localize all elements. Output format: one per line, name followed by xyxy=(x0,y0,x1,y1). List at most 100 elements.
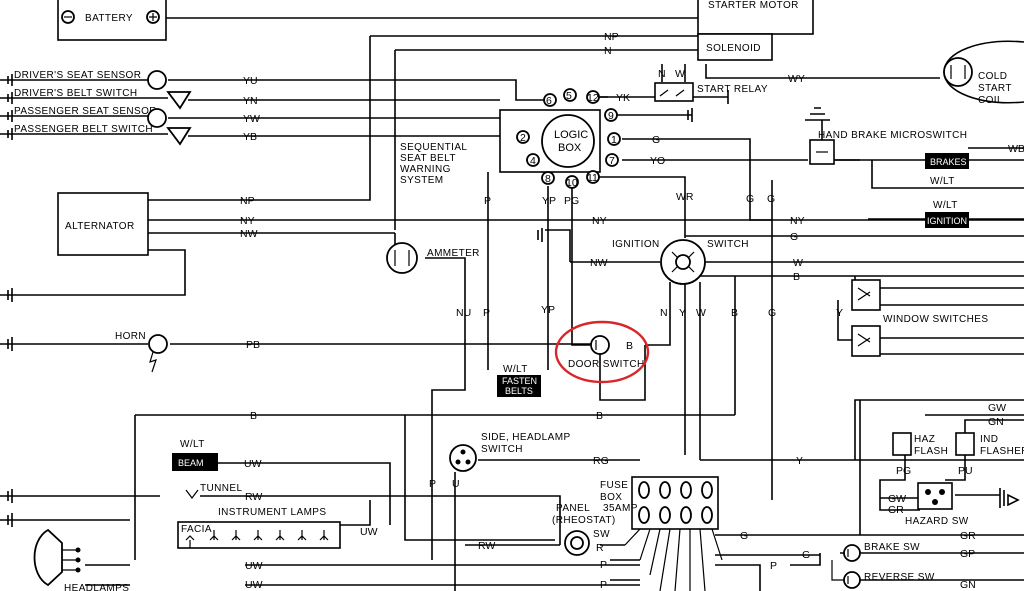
wire-yo: YO xyxy=(650,155,665,167)
brakes-lamp: BRAKES W/LT xyxy=(925,153,969,187)
cold-start-line3: COIL xyxy=(978,95,1003,106)
svg-text:SYSTEM: SYSTEM xyxy=(400,175,444,186)
drivers-seat-sensor-label: DRIVER'S SEAT SENSOR xyxy=(14,70,141,81)
wire-g-brake: G xyxy=(802,549,810,561)
wire-g-logic: G xyxy=(652,134,660,146)
wire-gr-bottom: GR xyxy=(960,530,976,542)
wire-rw-panel: RW xyxy=(478,540,495,552)
wire-b-ign: B xyxy=(731,307,738,319)
panel-rheostat-switch: PANEL (RHEOSTAT) SW R RW P P xyxy=(478,503,616,591)
wire-nw-alt: NW xyxy=(240,228,258,240)
ind-flasher: IND FLASHER PU GW GN xyxy=(955,402,1024,477)
wire-wy: WY xyxy=(788,73,805,85)
beam-label: BEAM xyxy=(178,458,204,468)
ammeter: AMMETER NU P YP xyxy=(386,242,555,319)
wire-gw-haz: GW xyxy=(888,493,906,505)
wire-rg: RG xyxy=(593,455,609,467)
starter-relay-label: START RELAY xyxy=(697,84,768,95)
wire-b-right: B xyxy=(793,271,800,283)
ind-flasher-line1: IND xyxy=(980,434,998,445)
reverse-sw-label: REVERSE SW xyxy=(864,572,935,583)
alternator-label: ALTERNATOR xyxy=(65,221,135,232)
wire-yw: YW xyxy=(243,113,260,125)
wire-w-relay: W xyxy=(675,68,685,80)
brakes-lamp-color: W/LT xyxy=(930,176,955,187)
svg-text:11: 11 xyxy=(587,172,598,184)
wire-g-vert2: G xyxy=(767,193,775,205)
panel-sw-line2: (RHEOSTAT) xyxy=(552,515,616,526)
wire-pb: PB xyxy=(246,339,260,351)
logic-pins: 6 5 12 9 1 7 11 2 4 8 10 xyxy=(516,88,621,189)
wire-gw-top: GW xyxy=(988,402,1006,414)
svg-text:12: 12 xyxy=(587,92,599,104)
tunnel-lamp: TUNNEL RW xyxy=(185,483,262,503)
wire-gp: GP xyxy=(960,548,975,560)
haz-flash-line1: HAZ xyxy=(914,434,935,445)
fuse-box: FUSE BOX 35AMP xyxy=(600,476,723,591)
cold-start-line1: COLD xyxy=(978,71,1007,82)
haz-flash-line2: FLASH xyxy=(914,446,948,457)
drivers-belt-switch xyxy=(166,91,192,110)
wire-y-bottom: Y xyxy=(796,455,803,467)
ammeter-label: AMMETER xyxy=(427,248,480,259)
wire-yn: YN xyxy=(243,95,258,107)
wire-g-fuse: G xyxy=(740,530,748,542)
door-switch: B DOOR SWITCH xyxy=(554,320,650,384)
logic-box-line2: BOX xyxy=(558,142,582,154)
brake-sw-label: BRAKE SW xyxy=(864,542,920,553)
drivers-belt-switch-label: DRIVER'S BELT SWITCH xyxy=(14,88,137,99)
ignition-switch-label-left: IGNITION xyxy=(612,239,660,250)
panel-sw-line3: SW xyxy=(593,529,610,540)
headlamps: HEADLAMPS UW UW xyxy=(33,528,263,591)
wire-yp-mid: YP xyxy=(541,304,555,316)
wire-p-fuse2: P xyxy=(600,579,607,591)
svg-text:WARNING: WARNING xyxy=(400,164,451,175)
wire-pg: PG xyxy=(564,195,579,207)
svg-text:7: 7 xyxy=(609,155,615,167)
svg-text:10: 10 xyxy=(566,177,578,189)
facia-label: FACIA xyxy=(181,524,212,535)
instrument-lamps-label: INSTRUMENT LAMPS xyxy=(218,507,326,518)
wire-yb: YB xyxy=(243,131,257,143)
seat-sensors: DRIVER'S SEAT SENSOR DRIVER'S BELT SWITC… xyxy=(14,70,260,146)
instrument-lamps: INSTRUMENT LAMPS FACIA UW xyxy=(177,507,378,549)
hazard-sw-label: HAZARD SW xyxy=(905,516,969,527)
battery: BATTERY xyxy=(57,0,167,41)
wire-g-vert1: G xyxy=(746,193,754,205)
wire-uw-beam: UW xyxy=(244,458,262,470)
wire-ny-alt: NY xyxy=(240,215,255,227)
wire-b-center: B xyxy=(596,410,603,422)
passenger-seat-sensor-label: PASSENGER SEAT SENSOR xyxy=(14,106,157,117)
fasten-belts-line1: FASTEN xyxy=(502,376,537,386)
wire-n-top: N xyxy=(604,45,612,57)
beam-color: W/LT xyxy=(180,439,205,450)
svg-text:5: 5 xyxy=(566,90,572,102)
fuse-box-line2: BOX xyxy=(600,492,622,503)
fasten-belts-line2: BELTS xyxy=(505,386,533,396)
wire-np-alt: NP xyxy=(240,195,255,207)
fuse-box-line1: FUSE xyxy=(600,480,628,491)
passenger-belt-switch xyxy=(166,127,192,146)
wire-wr: WR xyxy=(676,191,694,203)
wire-uw-hl2: UW xyxy=(245,579,263,591)
wire-p-logic: P xyxy=(484,195,491,207)
ind-flasher-line2: FLASHER xyxy=(980,446,1024,457)
wire-gn-top: GN xyxy=(988,416,1004,428)
wire-n-relay: N xyxy=(658,68,666,80)
wire-r-panel: R xyxy=(596,542,604,554)
wire-gn-bottom: GN xyxy=(960,579,976,591)
headlamps-label: HEADLAMPS xyxy=(64,583,129,591)
starter-motor-label: STARTER MOTOR xyxy=(708,0,799,11)
passenger-seat-sensor xyxy=(147,108,167,128)
wire-ny-mid: NY xyxy=(592,215,607,227)
drivers-seat-sensor xyxy=(147,70,167,90)
wire-pu: PU xyxy=(958,465,973,477)
svg-text:9: 9 xyxy=(608,110,614,122)
horn: HORN PB xyxy=(115,331,260,373)
svg-text:1: 1 xyxy=(611,134,617,146)
wire-yu: YU xyxy=(243,75,258,87)
svg-text:2: 2 xyxy=(520,132,526,144)
wire-n-ign: N xyxy=(660,307,668,319)
seat-belt-system-label: SEQUENTIAL SEAT BELT WARNING SYSTEM xyxy=(400,142,467,186)
